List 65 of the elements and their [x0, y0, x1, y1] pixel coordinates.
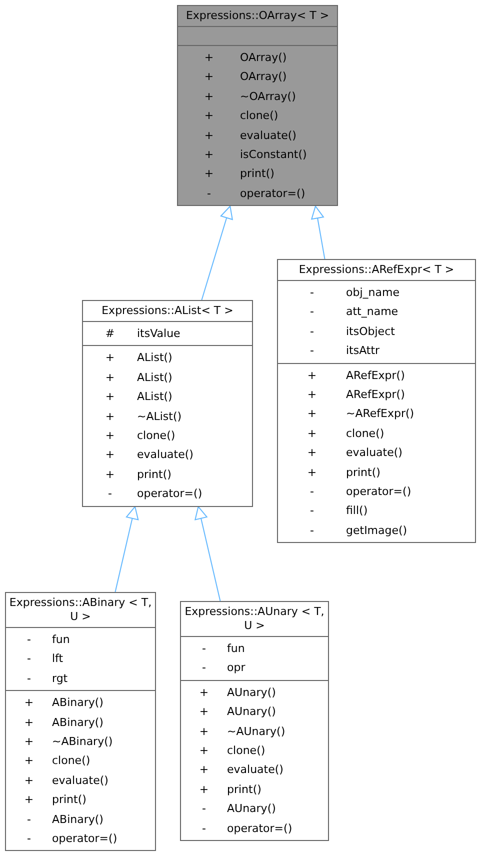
member-entry: + AUnary() [198, 684, 277, 701]
member-entry: + print() [23, 792, 88, 808]
member-entry: + ~AList() [104, 408, 183, 425]
member-entry: - operator=() [201, 820, 294, 837]
class-name: Expressions::ARefExpr< T > [298, 262, 456, 278]
member-entry: + ABinary() [23, 714, 104, 731]
member-entry: + ~AUnary() [198, 724, 286, 740]
member-entry: + ARefExpr() [306, 368, 406, 384]
member-entry: + clone() [104, 428, 176, 444]
member-entry: + print() [198, 782, 262, 798]
inheritance-arrow [201, 206, 233, 300]
class-name: Expressions::AUnary < T, U > [184, 604, 326, 634]
member-entry: - getImage() [309, 522, 408, 539]
member-entry: + clone() [198, 743, 266, 760]
member-entry: - itsAttr [309, 343, 381, 360]
class-box [277, 259, 476, 544]
class-box [5, 592, 156, 852]
member-entry: - ABinary() [26, 812, 104, 828]
member-entry: + print() [306, 464, 382, 481]
member-entry: - rgt [26, 670, 69, 687]
member-entry: + AUnary() [198, 704, 277, 720]
member-entry: - fill() [309, 503, 369, 520]
member-entry: + AList() [104, 370, 174, 386]
class-box [177, 5, 338, 206]
member-entry: - operator=() [206, 186, 306, 202]
class-name: Expressions::ABinary < T, U > [8, 595, 153, 625]
member-entry: + OArray() [203, 50, 288, 66]
member-entry: - opr [201, 660, 246, 676]
member-entry: + OArray() [203, 69, 288, 86]
member-entry: - operator=() [309, 484, 412, 500]
member-entry: - operator=() [107, 486, 204, 502]
member-entry: + isConstant() [203, 147, 308, 164]
member-entry: - fun [201, 641, 246, 657]
member-entry: - itsObject [309, 324, 396, 340]
member-entry: + clone() [203, 108, 280, 124]
member-entry: - att_name [309, 304, 400, 320]
inheritance-arrow [194, 506, 221, 602]
member-entry: - AUnary() [201, 801, 277, 818]
member-entry: - lft [26, 651, 64, 668]
member-entry: + evaluate() [104, 447, 194, 464]
member-entry: + ABinary() [23, 695, 104, 712]
member-entry: + ~ABinary() [23, 734, 114, 750]
class-box [180, 601, 329, 842]
member-entry: + evaluate() [306, 445, 404, 462]
member-entry: + AList() [104, 350, 174, 366]
member-entry: - operator=() [26, 831, 118, 848]
member-entry: + evaluate() [203, 128, 298, 144]
member-entry: - obj_name [309, 285, 400, 301]
member-entry: + ~OArray() [203, 88, 297, 105]
member-entry: + evaluate() [23, 772, 110, 789]
class-name: Expressions::OArray< T > [184, 8, 330, 24]
member-entry: # itsValue [104, 326, 182, 342]
member-entry: + print() [203, 166, 276, 182]
inheritance-arrow [311, 206, 326, 260]
member-entry: + ~ARefExpr() [306, 406, 416, 422]
member-entry: + ARefExpr() [306, 387, 406, 404]
class-name: Expressions::AList< T > [100, 303, 234, 319]
inheritance-arrow [114, 506, 139, 592]
member-entry: + clone() [306, 426, 386, 442]
member-entry: + AList() [104, 389, 174, 406]
member-entry: + evaluate() [198, 762, 284, 778]
member-entry: + print() [104, 466, 172, 483]
member-entry: - fun [26, 632, 71, 648]
member-entry: + clone() [23, 753, 92, 770]
class-box [82, 300, 253, 507]
